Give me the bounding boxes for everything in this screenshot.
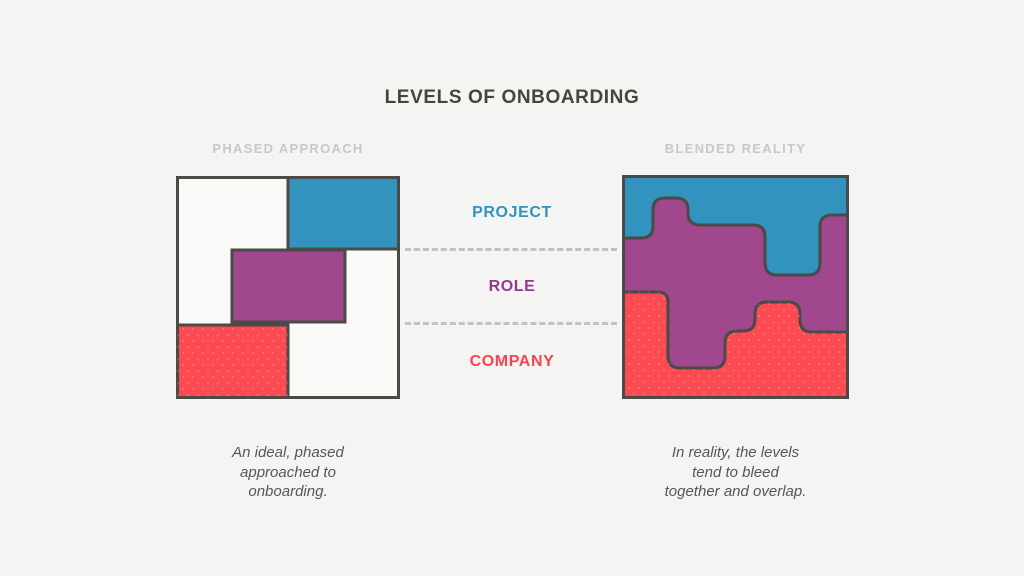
left-panel-subtitle: PHASED APPROACH [212,141,364,156]
level-label-role: ROLE [488,278,536,295]
left-panel-caption: An ideal, phased approached to onboardin… [232,444,344,500]
level-label-project: PROJECT [472,204,552,221]
blended-reality-diagram [622,175,849,399]
role-company-divider [405,322,617,325]
level-label-company: COMPANY [469,353,555,370]
right-panel-subtitle: BLENDED REALITY [664,141,807,156]
project-role-divider [405,248,617,251]
page-title: LEVELS OF ONBOARDING [384,87,640,108]
company-region-texture [622,292,849,399]
phased-approach-diagram [176,176,400,399]
right-panel-caption: In reality, the levels tend to bleed tog… [664,444,807,500]
company-block-texture [177,325,288,398]
project-block [286,176,400,251]
role-block [230,248,347,324]
right-square-frame [622,175,849,399]
